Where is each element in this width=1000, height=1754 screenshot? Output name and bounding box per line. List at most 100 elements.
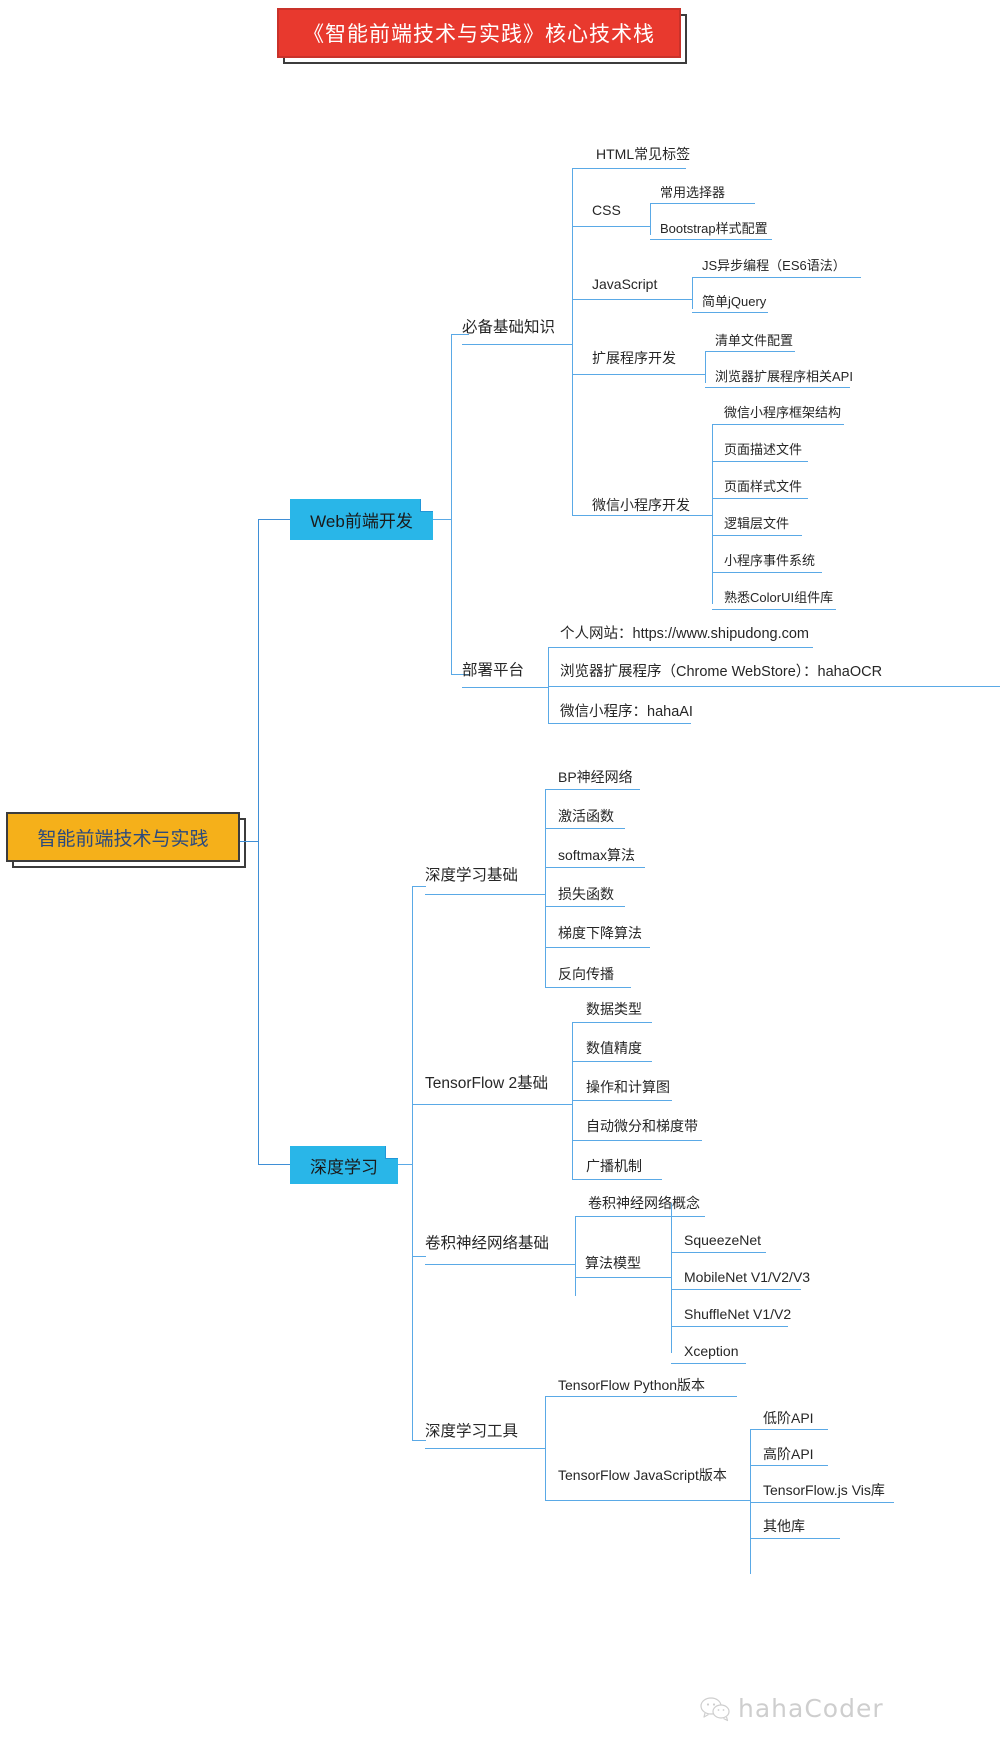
node-backprop[interactable]: 反向传播 xyxy=(558,966,614,982)
node-deploy-website[interactable]: 个人网站：https://www.shipudong.com xyxy=(560,626,810,642)
node-high-api[interactable]: 高阶API xyxy=(763,1446,814,1462)
connector-root-to-dl xyxy=(258,1164,290,1165)
connector-async-underline xyxy=(692,277,861,278)
node-miniprogram-dev[interactable]: 微信小程序开发 xyxy=(592,497,690,513)
connector-basics-underline xyxy=(462,344,572,345)
watermark: hahaCoder xyxy=(700,1694,884,1723)
node-web-basics[interactable]: 必备基础知识 xyxy=(462,319,556,336)
connector-deploy-underline xyxy=(462,687,548,688)
node-tfjs-other[interactable]: 其他库 xyxy=(763,1518,805,1534)
node-tf2-ops[interactable]: 操作和计算图 xyxy=(586,1079,670,1095)
node-extension-api[interactable]: 浏览器扩展程序相关API xyxy=(715,369,853,384)
connector-broadcast-underline xyxy=(572,1179,662,1180)
connector-dl-out xyxy=(398,1164,412,1165)
node-mp-events[interactable]: 小程序事件系统 xyxy=(724,553,816,568)
node-mobilenet[interactable]: MobileNet V1/V2/V3 xyxy=(684,1269,811,1285)
connector-css-underline xyxy=(572,226,650,227)
node-dl-basics[interactable]: 深度学习基础 xyxy=(425,867,519,884)
connector-cnnconcept-underline xyxy=(575,1216,705,1217)
node-tf2-precision[interactable]: 数值精度 xyxy=(586,1040,642,1056)
node-css[interactable]: CSS xyxy=(592,202,621,218)
branch-node-web-label: Web前端开发 xyxy=(310,512,413,531)
connector-ops-underline xyxy=(572,1100,672,1101)
connector-autodiff-underline xyxy=(572,1140,702,1141)
connector-shufflenet-underline xyxy=(671,1326,788,1327)
node-squeezenet[interactable]: SqueezeNet xyxy=(684,1232,762,1248)
node-mp-page-desc[interactable]: 页面描述文件 xyxy=(724,442,803,457)
connector-deploywebsite-underline xyxy=(548,647,813,648)
node-xception[interactable]: Xception xyxy=(684,1343,739,1359)
node-dl-tools[interactable]: 深度学习工具 xyxy=(425,1423,519,1440)
node-tfjs-vis[interactable]: TensorFlow.js Vis库 xyxy=(763,1482,885,1498)
connector-tfjsother-underline xyxy=(750,1538,840,1539)
node-extension-dev[interactable]: 扩展程序开发 xyxy=(592,350,676,366)
node-html-tags[interactable]: HTML常见标签 xyxy=(596,146,691,162)
node-bp-network[interactable]: BP神经网络 xyxy=(558,769,633,785)
node-bootstrap[interactable]: Bootstrap样式配置 xyxy=(660,221,768,236)
node-css-selectors[interactable]: 常用选择器 xyxy=(660,185,726,200)
node-tensorflow2-basics[interactable]: TensorFlow 2基础 xyxy=(425,1075,549,1092)
node-deploy-extension[interactable]: 浏览器扩展程序（Chrome WebStore）：hahaOCR xyxy=(560,664,883,680)
node-tf-python[interactable]: TensorFlow Python版本 xyxy=(558,1377,706,1393)
node-tf2-datatype[interactable]: 数据类型 xyxy=(586,1001,642,1017)
connector-ext-underline xyxy=(572,374,705,375)
connector-deploy-vertical xyxy=(548,647,549,723)
connector-loss-underline xyxy=(545,906,625,907)
node-deploy-miniprogram[interactable]: 微信小程序：hahaAI xyxy=(560,704,693,720)
connector-cnn-underline xyxy=(425,1264,575,1265)
node-deploy-platform[interactable]: 部署平台 xyxy=(462,662,525,679)
connector-xception-underline xyxy=(671,1363,746,1364)
node-cnn-basics[interactable]: 卷积神经网络基础 xyxy=(425,1235,550,1252)
wechat-icon xyxy=(700,1696,730,1722)
connector-squeezenet-underline xyxy=(671,1252,766,1253)
node-mp-logic[interactable]: 逻辑层文件 xyxy=(724,516,790,531)
node-softmax[interactable]: softmax算法 xyxy=(558,847,636,863)
connector-highapi-underline xyxy=(750,1465,828,1466)
node-jquery[interactable]: 简单jQuery xyxy=(702,294,767,309)
branch-node-web[interactable]: Web前端开发 xyxy=(290,499,433,540)
node-javascript[interactable]: JavaScript xyxy=(592,276,658,292)
node-mp-page-style[interactable]: 页面样式文件 xyxy=(724,479,803,494)
node-tf2-broadcast[interactable]: 广播机制 xyxy=(586,1158,642,1174)
node-tf-javascript[interactable]: TensorFlow JavaScript版本 xyxy=(558,1467,727,1483)
node-low-api[interactable]: 低阶API xyxy=(763,1410,814,1426)
node-mp-colorui[interactable]: 熟悉ColorUI组件库 xyxy=(724,590,834,605)
connector-ext-vertical xyxy=(705,351,706,383)
node-manifest-config[interactable]: 清单文件配置 xyxy=(715,333,794,348)
connector-manifest-underline xyxy=(705,351,795,352)
root-node-label: 智能前端技术与实践 xyxy=(37,828,209,850)
node-cnn-models[interactable]: 算法模型 xyxy=(585,1255,641,1271)
node-activation-fn[interactable]: 激活函数 xyxy=(558,808,614,824)
connector-jquery-underline xyxy=(692,312,768,313)
node-fold-corner-icon xyxy=(420,499,433,512)
connector-js-vertical xyxy=(692,277,693,309)
connector-mp-vertical xyxy=(712,424,713,604)
title-banner: 《智能前端技术与实践》核心技术栈 xyxy=(277,8,681,58)
node-tf2-autodiff[interactable]: 自动微分和梯度带 xyxy=(586,1118,698,1134)
connector-models-vertical xyxy=(671,1203,672,1353)
root-node[interactable]: 智能前端技术与实践 xyxy=(6,812,240,862)
node-mp-framework[interactable]: 微信小程序框架结构 xyxy=(724,405,842,420)
node-js-async[interactable]: JS异步编程（ES6语法） xyxy=(702,258,846,273)
connector-basics-vertical xyxy=(572,168,573,515)
node-cnn-concept[interactable]: 卷积神经网络概念 xyxy=(588,1195,700,1211)
node-shufflenet[interactable]: ShuffleNet V1/V2 xyxy=(684,1306,792,1322)
branch-node-deeplearning[interactable]: 深度学习 xyxy=(290,1146,398,1184)
connector-css-vertical xyxy=(650,203,651,235)
connector-root-to-web xyxy=(258,519,290,520)
connector-tf2-underline xyxy=(425,1104,572,1105)
connector-web-vertical xyxy=(451,334,452,674)
node-gradient-descent[interactable]: 梯度下降算法 xyxy=(558,925,642,941)
connector-tfjs-underline xyxy=(545,1500,750,1501)
connector-deployext-underline xyxy=(548,686,1000,687)
connector-tfjsvis-underline xyxy=(750,1502,894,1503)
connector-html-underline xyxy=(572,168,686,169)
connector-activation-underline xyxy=(545,828,625,829)
connector-mppagedesc-underline xyxy=(712,461,808,462)
node-loss-fn[interactable]: 损失函数 xyxy=(558,886,614,902)
connector-dl-vertical xyxy=(412,886,413,1440)
connector-cnn-vertical xyxy=(575,1216,576,1296)
connector-lowapi-underline xyxy=(750,1429,828,1430)
connector-precision-underline xyxy=(572,1061,652,1062)
